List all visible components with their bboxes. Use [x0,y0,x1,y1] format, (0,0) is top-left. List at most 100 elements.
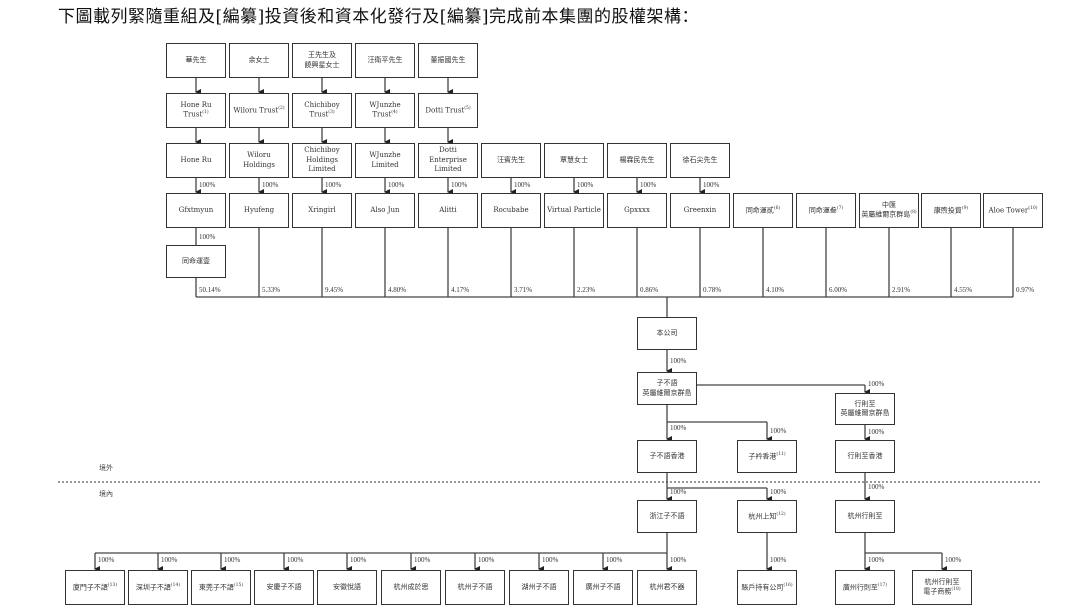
holding-entity-box: Wiloru Holdings [229,143,289,178]
ownership-percentage: 100% [868,380,885,388]
entity-label: 杭州君不器 [649,582,685,591]
entity-label: 杭州行則至 [847,511,883,520]
entity-label: 徐石尖先生 [682,155,718,164]
shareholder-box: 汪衛平先生 [355,43,415,78]
ownership-percentage: 4.17% [451,286,470,294]
holding-entity-box: 楊霖民先生 [607,143,667,178]
shareholder-entity-box: Alitti [418,193,478,228]
entity-label: Wiloru Holdings [243,151,275,169]
footnote-ref: (15) [233,582,244,588]
entity-label: 廣州行則至 [842,582,878,591]
ownership-percentage: 100% [640,181,657,189]
holding-entity-box: Hone Ru [166,143,226,178]
footnote-ref: (9) [961,205,969,211]
entity-label: 王先生及 饒興星女士 [304,51,340,69]
trust-box: WJunzhe Trust(4) [355,93,415,128]
entity-label: Gfxtmyun [178,205,214,214]
ownership-percentage: 100% [770,556,787,564]
holding-entity-box: Dotti Enterprise Limited [418,143,478,178]
entity-label: Hone Ru Trust [180,100,212,119]
shareholder-box: 余女士 [229,43,289,78]
entity-label: 廣州子不語 [585,582,621,591]
subsidiary-box: 廣州子不語 [573,570,633,605]
trust-box: Dotti Trust(5) [418,93,478,128]
entity-label: 華先生 [185,55,207,64]
ownership-percentage: 4.55% [954,286,973,294]
subsidiary-box: 浙江子不語 [637,500,697,533]
shareholder-entity-box: 康煦投資(9) [921,193,981,228]
entity-label: Also Jun [370,205,400,214]
subsidiary-box: 深圳子不語(14) [128,570,188,605]
footnote-ref: (7) [836,205,844,211]
shareholder-entity-box: 同命運叁(7) [796,193,856,228]
entity-label: 子衿香港 [748,451,777,460]
entity-label: Alitti [439,205,457,214]
ownership-percentage: 100% [670,424,687,432]
ownership-percentage: 100% [577,181,594,189]
entity-label: 楊霖民先生 [619,155,655,164]
ownership-percentage: 100% [770,427,787,435]
entity-label: 同命運貳 [745,205,774,214]
entity-label: Gpxxxx [624,205,650,214]
ownership-percentage: 0.97% [1016,286,1035,294]
entity-label: Chichiboy Trust [304,100,340,119]
ownership-percentage: 100% [161,556,178,564]
entity-label: 汪衛平先生 [367,55,403,64]
subsidiary-box: 賬戶持有公司(16) [737,570,797,605]
footnote-ref: (18) [951,587,961,593]
entity-label: 董振國先生 [430,55,466,64]
entity-label: 杭州上知 [748,511,777,520]
entity-label: Hone Ru [180,155,212,164]
subsidiary-box: 行則至香港 [835,440,895,473]
shareholder-entity-box: Xringirl [292,193,352,228]
footnote-ref: (2) [278,105,285,111]
ownership-percentage: 100% [703,181,720,189]
ownership-percentage: 100% [670,556,687,564]
entity-label: 汪賓先生 [497,155,525,164]
footnote-ref: (6) [773,205,781,211]
ownership-percentage: 100% [606,556,623,564]
ownership-percentage: 100% [945,556,962,564]
ownership-percentage: 100% [199,181,216,189]
trust-box: Wiloru Trust(2) [229,93,289,128]
holding-entity-box: WJunzhe Limited [355,143,415,178]
entity-label: Wiloru Trust [233,105,279,114]
ownership-percentage: 100% [868,556,885,564]
ownership-percentage: 2.91% [892,286,911,294]
ownership-percentage: 100% [770,488,787,496]
entity-label: 湖州子不語 [521,582,557,591]
entity-label: 子不語香港 [649,451,685,460]
ownership-percentage: 0.78% [703,286,722,294]
shareholder-entity-box: Gpxxxx [607,193,667,228]
ownership-percentage: 0.86% [640,286,659,294]
footnote-ref: (14) [170,582,181,588]
entity-label: 賬戶持有公司 [741,582,784,591]
ownership-percentage: 6.00% [829,286,848,294]
ownership-percentage: 100% [350,556,367,564]
ownership-percentage: 100% [868,428,885,436]
entity-label: WJunzhe Trust [369,100,401,119]
footnote-ref: (13) [107,582,118,588]
ownership-percentage: 2.23% [577,286,596,294]
entity-label: Virtual Particle [547,205,601,214]
ownership-percentage: 100% [868,483,885,491]
entity-label: Dotti Enterprise Limited [429,146,467,174]
entity-label: 同命運壹 [182,256,210,265]
ownership-percentage: 4.80% [388,286,407,294]
entity-label: Chichiboy Holdings Limited [304,146,340,174]
entity-label: 同命運叁 [808,205,837,214]
entity-label: 安慶子不語 [266,582,302,591]
entity-label: 行則至香港 [847,451,883,460]
trust-box: Chichiboy Trust(3) [292,93,352,128]
footnote-ref: (5) [464,105,471,111]
ownership-percentage: 50.14% [199,286,221,294]
subsidiary-box: 湖州子不語 [509,570,569,605]
entity-label: 杭州行則至 電子商務 [923,577,960,596]
shareholder-entity-box: 中匯 英屬維爾京群島(8) [859,193,919,228]
ownership-percentage: 100% [325,181,342,189]
subsidiary-box: 子不語 英屬維爾京群島 [637,372,697,405]
trust-box: Hone Ru Trust(1) [166,93,226,128]
shareholder-entity-box: Greenxin [670,193,730,228]
entity-label: Aloe Tower [988,205,1029,214]
footnote-ref: (16) [783,582,793,588]
